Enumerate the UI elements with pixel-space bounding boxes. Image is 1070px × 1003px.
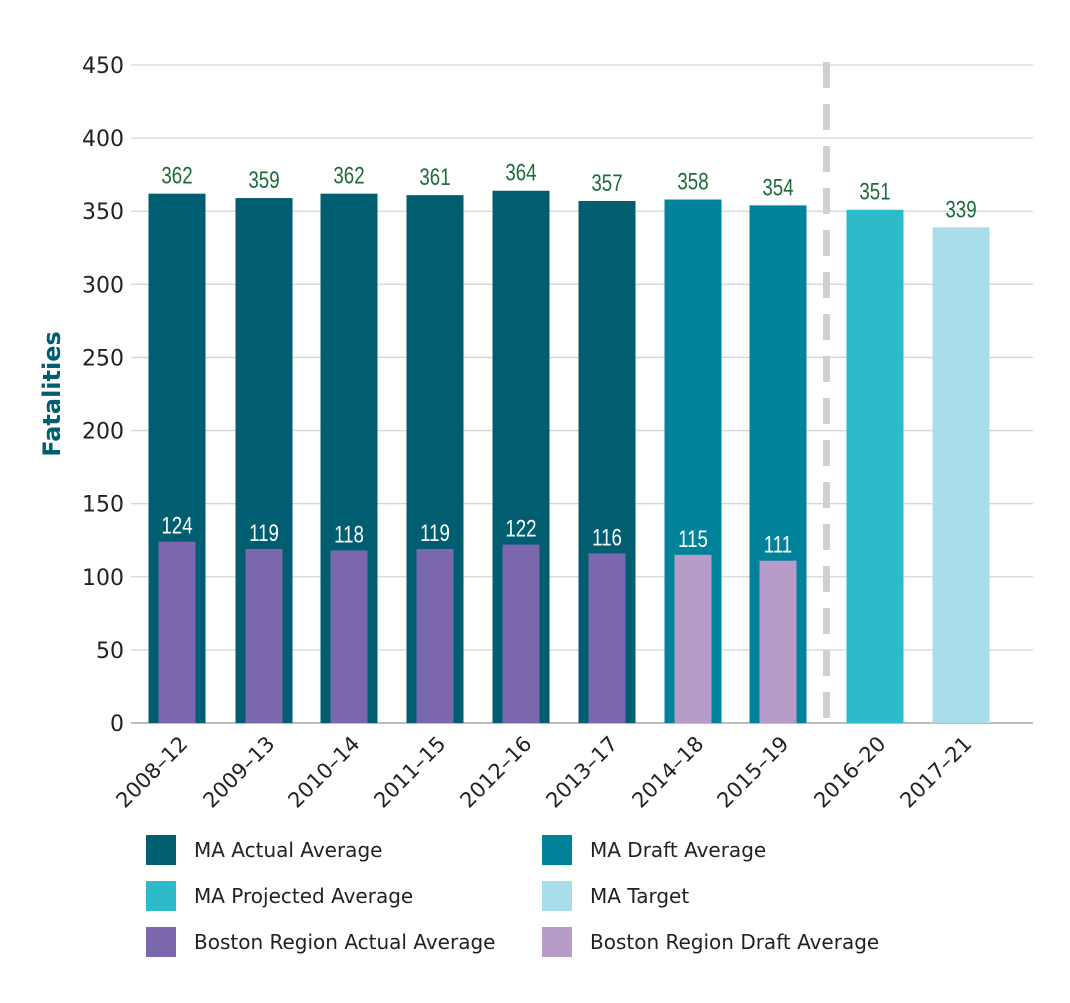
legend-swatch — [542, 881, 572, 911]
y-tick-label: 150 — [82, 493, 124, 518]
bar-boston-region-actual-average — [502, 544, 540, 723]
legend-swatch — [146, 927, 176, 957]
y-tick-label: 50 — [96, 639, 124, 664]
x-tick-label: 2013–17 — [541, 732, 622, 813]
data-label: 362 — [161, 162, 192, 189]
x-tick-label: 2012–16 — [455, 732, 536, 813]
data-label: 358 — [677, 168, 708, 195]
data-label: 119 — [420, 520, 450, 547]
y-tick-label: 0 — [110, 712, 124, 737]
y-tick-label: 250 — [82, 346, 124, 371]
data-label: 361 — [419, 164, 450, 191]
data-label: 339 — [945, 196, 976, 223]
legend-swatch — [542, 927, 572, 957]
y-tick-label: 200 — [82, 420, 124, 445]
x-tick-label: 2011–15 — [369, 732, 450, 813]
data-label: 115 — [678, 526, 708, 553]
y-tick-label: 450 — [82, 54, 124, 79]
legend-item: Boston Region Draft Average — [542, 927, 942, 957]
legend-label: MA Draft Average — [590, 838, 767, 862]
legend-item: MA Actual Average — [146, 835, 542, 865]
legend-label: Boston Region Actual Average — [194, 930, 496, 954]
x-tick-label: 2016–20 — [809, 732, 890, 813]
data-label: 351 — [859, 179, 890, 206]
legend-swatch — [542, 835, 572, 865]
data-label: 354 — [762, 174, 793, 201]
x-tick-label: 2009–13 — [198, 732, 279, 813]
legend-label: MA Actual Average — [194, 838, 383, 862]
data-label: 357 — [591, 170, 622, 197]
data-label: 364 — [505, 160, 536, 187]
y-axis-label: Fatalities — [38, 331, 66, 457]
legend-swatch — [146, 881, 176, 911]
data-label: 122 — [505, 515, 536, 542]
x-tick-label: 2008–12 — [111, 732, 192, 813]
legend-item: Boston Region Actual Average — [146, 927, 542, 957]
data-label: 111 — [764, 532, 792, 559]
data-label: 116 — [592, 524, 622, 551]
y-tick-label: 100 — [82, 566, 124, 591]
bar-ma-projected-average — [846, 209, 904, 723]
legend-label: MA Target — [590, 884, 690, 908]
y-tick-label: 350 — [82, 200, 124, 225]
data-label: 118 — [334, 521, 364, 548]
bar-boston-region-actual-average — [416, 548, 454, 723]
data-label: 359 — [248, 167, 279, 194]
bar-ma-target — [932, 227, 990, 723]
legend-item: MA Projected Average — [146, 881, 542, 911]
legend-item: MA Target — [542, 881, 942, 911]
legend-swatch — [146, 835, 176, 865]
x-tick-label: 2010–14 — [283, 732, 364, 813]
y-tick-label: 400 — [82, 127, 124, 152]
x-tick-label: 2017–21 — [895, 732, 976, 813]
bar-boston-region-draft-average — [674, 554, 712, 723]
bar-boston-region-actual-average — [158, 541, 196, 723]
x-tick-label: 2015–19 — [712, 732, 793, 813]
y-tick-label: 300 — [82, 273, 124, 298]
bar-boston-region-actual-average — [330, 550, 368, 723]
data-label: 119 — [249, 520, 279, 547]
legend-label: MA Projected Average — [194, 884, 414, 908]
data-label: 362 — [333, 162, 364, 189]
data-label: 124 — [161, 512, 192, 539]
bar-boston-region-draft-average — [759, 560, 797, 723]
bar-boston-region-actual-average — [245, 548, 283, 723]
legend-label: Boston Region Draft Average — [590, 930, 880, 954]
legend: MA Actual Average MA Draft Average MA Proj… — [146, 835, 946, 957]
bar-boston-region-actual-average — [588, 553, 626, 723]
legend-item: MA Draft Average — [542, 835, 942, 865]
x-tick-label: 2014–18 — [627, 732, 708, 813]
